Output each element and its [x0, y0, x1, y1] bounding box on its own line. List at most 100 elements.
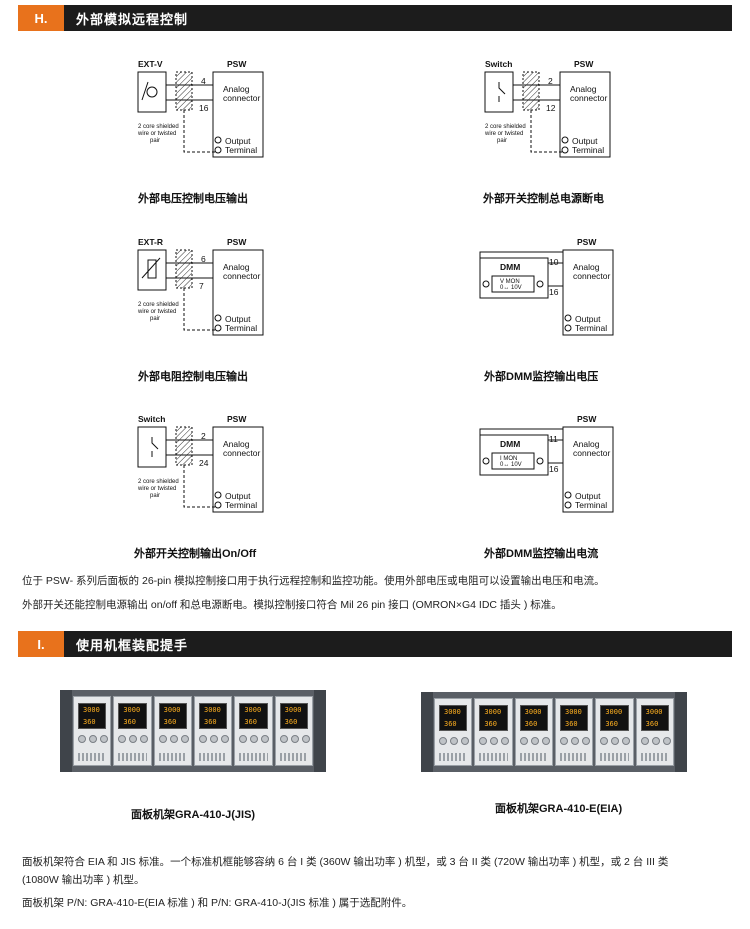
display-current: 360: [83, 718, 96, 726]
monitor-label: V MON: [500, 279, 520, 285]
knob-icon: [582, 737, 590, 745]
dmm-label: DMM: [500, 439, 521, 449]
cable-label: 2 core shielded: [138, 124, 179, 130]
output-label: Terminal: [575, 500, 608, 510]
output-label: Output: [575, 314, 601, 324]
knob-icon: [199, 735, 207, 743]
output-label: Terminal: [572, 145, 605, 155]
source-label: Switch: [485, 59, 513, 69]
knob-icon: [541, 737, 550, 745]
display-current: 360: [524, 720, 538, 728]
section-i-header: I. 使用机框装配提手: [18, 631, 732, 657]
section-h-tag: H.: [18, 5, 64, 31]
knob-icon: [261, 735, 270, 743]
source-label: EXT-R: [138, 237, 164, 247]
diagram-caption: 外部DMM监控输出电流: [484, 548, 599, 560]
unit-display: 3000 360: [560, 705, 589, 731]
section-i-paragraph: 面板机架符合 EIA 和 JIS 标准。一个标准机框能够容纳 6 台 I 类 (…: [22, 856, 669, 868]
vent-grille: [479, 753, 508, 761]
connector-label: Analog: [573, 439, 600, 449]
rack-ear: [421, 692, 433, 772]
knob-icon: [461, 737, 469, 745]
knob-icon: [662, 737, 671, 745]
pin-label: 10: [549, 257, 559, 267]
knob-icon: [250, 735, 259, 743]
section-h-paragraph: 外部开关还能控制电源输出 on/off 和总电源断电。模拟控制接口符合 Mil …: [22, 599, 562, 611]
display-current: 360: [565, 720, 578, 728]
section-i-paragraph: 面板机架 P/N: GRA-410-E(EIA 标准 ) 和 P/N: GRA-…: [22, 897, 413, 909]
connector-label: connector: [223, 93, 261, 103]
vent-grille: [519, 753, 548, 761]
cable-label: wire or twisted: [138, 309, 177, 315]
pin-label: 7: [199, 281, 204, 291]
vent-grille: [199, 753, 228, 761]
display-voltage: 3000: [204, 706, 221, 714]
cable-label: pair: [150, 493, 161, 499]
cable-label: wire or twisted: [138, 486, 177, 492]
cable-label: pair: [150, 316, 161, 322]
output-label: Output: [225, 491, 251, 501]
psw-label: PSW: [577, 237, 597, 247]
display-voltage: 3000: [645, 708, 663, 716]
range-label: 0↔ 10V: [500, 285, 522, 291]
psw-label: PSW: [227, 414, 247, 424]
knob-icon: [301, 735, 310, 743]
knob-icon: [560, 737, 568, 745]
section-h-paragraph: 位于 PSW- 系列后面板的 26-pin 模拟控制接口用于执行远程控制和监控功…: [22, 575, 605, 587]
knob-icon: [611, 737, 620, 745]
knob-icon: [221, 735, 229, 743]
monitor-label: I MON: [500, 456, 518, 462]
pin-label: 11: [549, 434, 558, 444]
rack-ear: [60, 690, 72, 772]
cable-label: wire or twisted: [138, 131, 177, 137]
display-current: 360: [645, 720, 659, 728]
knob-icon: [180, 735, 189, 743]
pin-label: 16: [549, 464, 559, 474]
pin-label: 12: [546, 103, 556, 113]
display-voltage: 3000: [444, 708, 461, 716]
knob-icon: [118, 735, 127, 743]
pin-label: 4: [201, 76, 206, 86]
display-current: 360: [484, 720, 497, 728]
knob-icon: [439, 737, 447, 745]
knob-icon: [290, 735, 299, 743]
wiring-diagram-graphic: [137, 249, 264, 336]
wiring-diagram-graphic: [137, 71, 264, 158]
source-label: EXT-V: [138, 59, 163, 69]
rack-caption: 面板机架GRA-410-E(EIA): [495, 803, 623, 815]
connector-label: Analog: [570, 84, 597, 94]
section-h-header: H. 外部模拟远程控制: [18, 5, 732, 31]
connector-label: Analog: [223, 439, 250, 449]
power-supply-unit: 3000 360: [555, 698, 594, 766]
display-current: 360: [244, 718, 257, 726]
cable-label: wire or twisted: [485, 131, 524, 137]
section-i-paragraph: (1080W 输出功率 ) 机型。: [22, 874, 145, 886]
cable-label: 2 core shielded: [485, 124, 526, 130]
section-h-title: 外部模拟远程控制: [76, 11, 189, 27]
diagram-caption: 外部开关控制输出On/Off: [134, 548, 257, 560]
display-voltage: 3000: [565, 708, 582, 716]
knob-icon: [100, 735, 108, 743]
output-label: Terminal: [225, 145, 258, 155]
knob-icon: [490, 737, 499, 745]
display-current: 360: [284, 718, 298, 726]
vent-grille: [78, 753, 107, 761]
vent-grille: [158, 753, 187, 761]
cable-label: pair: [150, 138, 161, 144]
psw-label: PSW: [577, 414, 597, 424]
knob-icon: [600, 737, 609, 745]
vent-grille: [640, 753, 669, 761]
